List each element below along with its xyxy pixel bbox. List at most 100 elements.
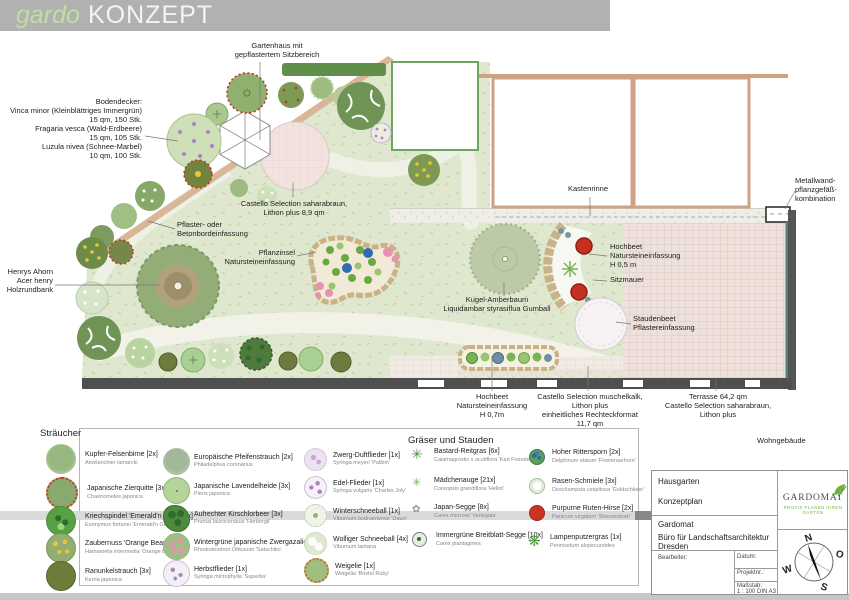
plant-icon bbox=[529, 478, 545, 494]
header-bar: gardo KONZEPT bbox=[0, 0, 610, 31]
label-henrys-ahorn: Henrys Ahorn Acer henry Holzrundbank bbox=[6, 267, 53, 294]
legend-item: Rasen-Schmiele [3x]Deschampsia cespitosa… bbox=[529, 478, 644, 494]
brand-konzept: KONZEPT bbox=[88, 1, 214, 29]
legend-item: Europäische Pfeifenstrauch [2x]Philadelp… bbox=[163, 448, 293, 475]
legend-item: Herbstflieder [1x]Syringa microphylla 'S… bbox=[163, 560, 266, 587]
plant-icon bbox=[304, 504, 327, 527]
gardomat-logo-tagline: PROFIS PLANEN IHREN GARTEN bbox=[783, 505, 843, 515]
terrace bbox=[623, 223, 788, 378]
legend-title-graeser: Gräser und Stauden bbox=[408, 435, 494, 446]
svg-text:S: S bbox=[819, 581, 829, 594]
outbuildings bbox=[391, 61, 751, 209]
projektnr-label: Projektnr.: bbox=[737, 570, 765, 576]
massstab-value: 1 : 100 DIN A3 bbox=[737, 589, 777, 595]
plant-icon bbox=[412, 476, 425, 491]
legend-item: Weigelie [1x]Weigelia 'Bristol Ruby' bbox=[304, 558, 389, 583]
plan-type: Konzeptplan bbox=[658, 497, 703, 506]
legend-item: Japanische Zierquitte [3x]Chaenomeles ja… bbox=[46, 477, 167, 509]
legend-item: Wintergrüne japanische Zwergazalie [4x]R… bbox=[163, 533, 320, 560]
horizontal-scrollbar-thumb[interactable] bbox=[635, 511, 651, 520]
label-sitzmauer: Sitzmauer bbox=[610, 275, 644, 284]
garden-house-hexagon bbox=[219, 110, 271, 170]
perennial-bed-circle bbox=[574, 297, 628, 351]
legend-item: Japan-Segge [8x]Carex morrowi 'Variegata… bbox=[412, 504, 497, 520]
label-wohngebaeude: Wohngebäude bbox=[757, 436, 806, 445]
label-hochbeet-05: Hochbeet Natursteineinfassung H 0,5 m bbox=[610, 242, 681, 269]
legend-item: Zwerg-Duftflieder [1x]Syringa meyeri 'Pa… bbox=[304, 448, 400, 471]
label-bodendecker: Bodendecker: Vinca minor (Kleinblättrige… bbox=[10, 97, 142, 160]
massstab-label: Maßstab: bbox=[737, 583, 763, 589]
label-gartenhaus: Gartenhaus mit gepflastertem Sitzbereich bbox=[234, 41, 320, 59]
plant-icon bbox=[46, 444, 76, 474]
label-castello-muschelkalk: Castello Selection muschelkalk, Lithon p… bbox=[537, 392, 643, 428]
label-kastenrinne: Kastenrinne bbox=[568, 184, 609, 193]
legend-item: Japanische Lavendelheide [3x]Pieris japo… bbox=[163, 477, 290, 504]
raised-bed-crescent bbox=[543, 222, 598, 311]
legend-item: Hoher Rittersporn [2x]Delphinum elatum '… bbox=[529, 449, 636, 465]
plant-icon bbox=[304, 532, 327, 555]
leaf-icon bbox=[834, 484, 847, 497]
datum-label: Datum: bbox=[737, 554, 757, 560]
plant-icon bbox=[412, 532, 427, 548]
company-name: Gardomat bbox=[658, 520, 694, 529]
legend-item: Mädchenauge [21x]Coreopsis grandiflora '… bbox=[412, 476, 504, 493]
label-metallwand: Metallwand- pflanzgefäß- kombination bbox=[795, 176, 837, 203]
kastenrinne-strip bbox=[390, 208, 788, 223]
project-title: Hausgarten bbox=[658, 477, 700, 486]
plant-icon bbox=[46, 561, 76, 591]
label-terrasse: Terrasse 64,2 qm Castello Selection saha… bbox=[664, 392, 772, 419]
label-pflanzinsel: Pflanzinsel Natursteineinfassung bbox=[224, 248, 295, 266]
label-staudenbeet: Staudenbeet Pflastereinfassung bbox=[633, 314, 695, 332]
seating-circle bbox=[260, 121, 330, 191]
legend-item: Lampenputzergras [1x]Pennisetum alopecur… bbox=[528, 532, 622, 550]
long-bed bbox=[458, 345, 559, 371]
planting-island bbox=[308, 235, 401, 305]
plant-icon bbox=[304, 558, 329, 583]
plant-icon bbox=[46, 533, 76, 563]
legend-item: Purpurne Ruten-Hirse [2x]Panicum virgatu… bbox=[529, 505, 633, 521]
label-hochbeet-07: Hochbeet Natursteineinfassung H 0,7m bbox=[456, 392, 528, 419]
legend-item: Edel-Flieder [1x]Syringa vulgaris 'Charl… bbox=[304, 476, 406, 499]
legend-item: Winterschneeball [1x]Viburnum bodnantens… bbox=[304, 504, 407, 527]
plant-icon bbox=[163, 505, 190, 532]
compass-rose: N O W S bbox=[782, 532, 845, 594]
plant-icon bbox=[304, 476, 327, 499]
legend-frame bbox=[79, 428, 639, 586]
plant-icon bbox=[163, 477, 190, 504]
plant-icon bbox=[163, 533, 190, 560]
plant-icon bbox=[163, 560, 190, 587]
legend-item: Aufrechter Kirschlorbeer [3x]Prunus laur… bbox=[163, 505, 283, 532]
legend-item: Bastard-Reitgras [6x]Calamagrostis x acu… bbox=[411, 446, 533, 464]
gardomat-logo-text: GARDOMAT bbox=[782, 493, 844, 503]
legend-item: Zaubernuss 'Orange Beauty' [2x]Hamamelis… bbox=[46, 533, 187, 563]
plant-icon bbox=[529, 449, 545, 465]
legend-item: Ranunkelstrauch [3x]Kerria japonica bbox=[46, 561, 151, 591]
plant-icon bbox=[529, 505, 545, 521]
legend-item: Kupfer-Felsenbirne [2x]Amelanchier lamar… bbox=[46, 444, 158, 474]
plant-icon bbox=[163, 448, 190, 475]
plant-icon bbox=[46, 477, 78, 509]
svg-text:N: N bbox=[804, 532, 814, 545]
hedge bbox=[282, 63, 386, 76]
legend-title-straeucher: Sträucher bbox=[40, 428, 82, 439]
brand-gardo: gardo bbox=[16, 1, 80, 29]
label-pflaster: Pflaster- oder Betonbordeinfassung bbox=[177, 220, 248, 238]
plant-icon bbox=[412, 504, 425, 518]
plant-icon bbox=[528, 532, 543, 550]
henrys-ahorn-with-bench bbox=[136, 244, 220, 328]
walls bbox=[82, 210, 796, 390]
label-castello-saharabraun: Castello Selection saharabraun, Lithon p… bbox=[240, 199, 348, 217]
bearbeiter-label: Bearbeiter: bbox=[658, 555, 688, 561]
svg-text:W: W bbox=[782, 563, 794, 577]
plant-icon bbox=[46, 506, 76, 536]
svg-text:O: O bbox=[834, 548, 845, 561]
plant-icon bbox=[411, 446, 425, 463]
title-block: Hausgarten Konzeptplan Gardomat Büro für… bbox=[651, 470, 848, 595]
leader-lines bbox=[55, 62, 796, 391]
legend-item: Kriechspindel 'Emerald'n Gold' [4x]Euony… bbox=[46, 506, 193, 536]
legend-item: Immergrüne Breitblatt-Segge [10x]Carex p… bbox=[412, 532, 543, 548]
legend-item: Wolliger Schneeball [4x]Viburnum lantana bbox=[304, 532, 408, 555]
plant-icon bbox=[304, 448, 327, 471]
